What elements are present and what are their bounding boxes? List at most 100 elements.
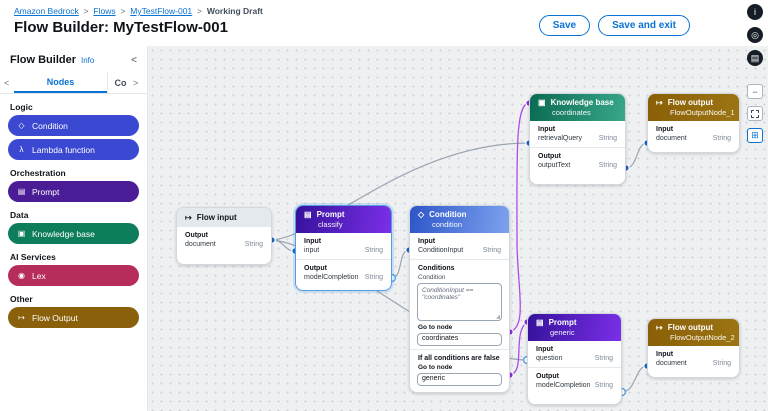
goto-node-field[interactable]: coordinates [417,333,502,346]
output-label: Output [304,265,327,272]
input-type: String [712,360,731,367]
flow-output-2-node[interactable]: ↦ Flow output FlowOutputNode_2 Input doc… [647,318,740,378]
conditions-label: Conditions [418,265,455,272]
condition-icon: ◇ [418,210,425,219]
palette-item-lambda[interactable]: λ Lambda function [8,139,139,160]
palette-item-label: Flow Output [32,312,78,323]
output-name: modelCompletion [536,382,591,389]
tabs-next-icon[interactable]: > [133,77,139,88]
shortcuts-icon[interactable]: ◎ [747,27,763,43]
input-label: Input [656,126,674,133]
flow-output-icon: ↦ [656,323,663,332]
condition-node[interactable]: ◇ Condition condition Input ConditionInp… [409,205,510,393]
top-header: Amazon Bedrock > Flows > MyTestFlow-001 … [0,0,768,46]
palette-item-label: Lex [32,270,46,281]
input-type: String [594,355,613,362]
output-name: outputText [538,162,571,169]
select-tool-button[interactable]: ⊞ [747,128,763,143]
edge-condition-to-knowledge-base [509,102,530,333]
condition-expression-input[interactable]: ConditionInput == "coordinates"◢ [417,283,502,321]
resize-handle-icon[interactable]: ◢ [496,314,500,320]
output-type: String [598,162,617,169]
node-title: Condition [429,210,467,219]
section-label-data: Data [10,210,29,220]
output-type: String [594,382,613,389]
edge-kb-to-output1 [625,142,648,169]
input-label: Input [536,346,554,353]
fit-view-icon [751,109,759,118]
palette-item-knowledge-base[interactable]: ▣ Knowledge base [8,223,139,244]
output-label: Output [538,153,561,160]
input-type: String [482,247,501,254]
info-link[interactable]: Info [81,56,95,65]
prompt-generic-node[interactable]: ▤ Prompt generic Input question String O… [527,313,622,405]
palette-item-condition[interactable]: ◇ Condition [8,115,139,136]
tab-nodes[interactable]: Nodes [14,72,107,93]
output-type: String [364,274,383,281]
help-icon[interactable]: i [747,4,763,20]
node-name: condition [432,220,463,229]
output-label: Output [536,373,559,380]
breadcrumb-link-bedrock[interactable]: Amazon Bedrock [14,6,79,16]
output-name: modelCompletion [304,274,359,281]
output-name: document [185,241,216,248]
collapse-panel-icon[interactable]: < [131,55,137,66]
node-name: FlowOutputNode_1 [670,108,735,117]
else-goto-node-field[interactable]: generic [417,373,502,386]
else-label: If all conditions are false [418,355,500,362]
sidebar-tabs: < Nodes Co > [0,72,147,94]
tabs-prev-icon[interactable]: < [4,77,10,88]
palette-item-label: Prompt [32,186,60,197]
node-name: FlowOutputNode_2 [670,333,735,342]
flow-canvas[interactable]: ↦ Flow input Output document String ▤ Pr… [148,46,768,411]
breadcrumb-current: Working Draft [206,6,263,16]
palette-item-lex[interactable]: ◉ Lex [8,265,139,286]
breadcrumb: Amazon Bedrock > Flows > MyTestFlow-001 … [14,6,263,16]
fit-view-button[interactable] [747,106,763,121]
edge-generic-to-output2 [621,365,648,393]
right-toolbar: i ◎ ▤ − ⊞ [747,4,763,143]
input-label: Input [304,238,322,245]
save-and-exit-button[interactable]: Save and exit [598,15,690,36]
save-button[interactable]: Save [538,15,591,36]
knowledge-base-node[interactable]: ▣ Knowledge base coordinates Input retri… [529,93,626,185]
palette-item-flow-output[interactable]: ↦ Flow Output [8,307,139,328]
prompt-classify-node[interactable]: ▤ Prompt classify Input input String Out… [295,205,392,291]
breadcrumb-link-flow[interactable]: MyTestFlow-001 [130,6,193,16]
breadcrumb-separator: > [83,6,89,16]
node-title: Flow output [667,98,714,107]
lambda-icon: λ [19,145,24,154]
input-label: Input [538,126,556,133]
node-name: generic [550,328,575,337]
flow-input-icon: ↦ [185,213,192,222]
edge-condition-to-generic [509,321,528,376]
tab-configure[interactable]: Co [107,72,133,93]
palette-item-prompt[interactable]: ▤ Prompt [8,181,139,202]
goto-label: Go to node [418,324,453,331]
knowledge-base-icon: ▣ [538,98,546,107]
input-name: document [656,135,687,142]
flow-input-node[interactable]: ↦ Flow input Output document String [176,207,272,265]
input-type: String [712,135,731,142]
zoom-out-button[interactable]: − [747,84,763,99]
prompt-icon: ▤ [17,187,26,196]
node-title: Flow output [667,323,714,332]
breadcrumb-link-flows[interactable]: Flows [93,6,116,16]
input-name: ConditionInput [418,247,464,254]
else-goto-label: Go to node [418,364,453,371]
flow-output-1-node[interactable]: ↦ Flow output FlowOutputNode_1 Input doc… [647,93,740,153]
prompt-icon: ▤ [536,318,544,327]
input-type: String [364,247,383,254]
node-title: Knowledge base [550,98,614,107]
flow-builder-sidebar: Flow Builder Info < < Nodes Co > Logic ◇… [0,46,148,411]
input-label: Input [656,351,674,358]
section-label-ai-services: AI Services [10,252,56,262]
edge-input-to-classify [271,239,296,252]
knowledge-base-icon: ▣ [17,229,26,238]
node-title: Prompt [548,318,577,327]
panel-icon[interactable]: ▤ [747,50,763,66]
palette-item-label: Knowledge base [32,228,95,239]
input-name: document [656,360,687,367]
condition-icon: ◇ [18,121,25,130]
palette-item-label: Condition [32,120,68,131]
